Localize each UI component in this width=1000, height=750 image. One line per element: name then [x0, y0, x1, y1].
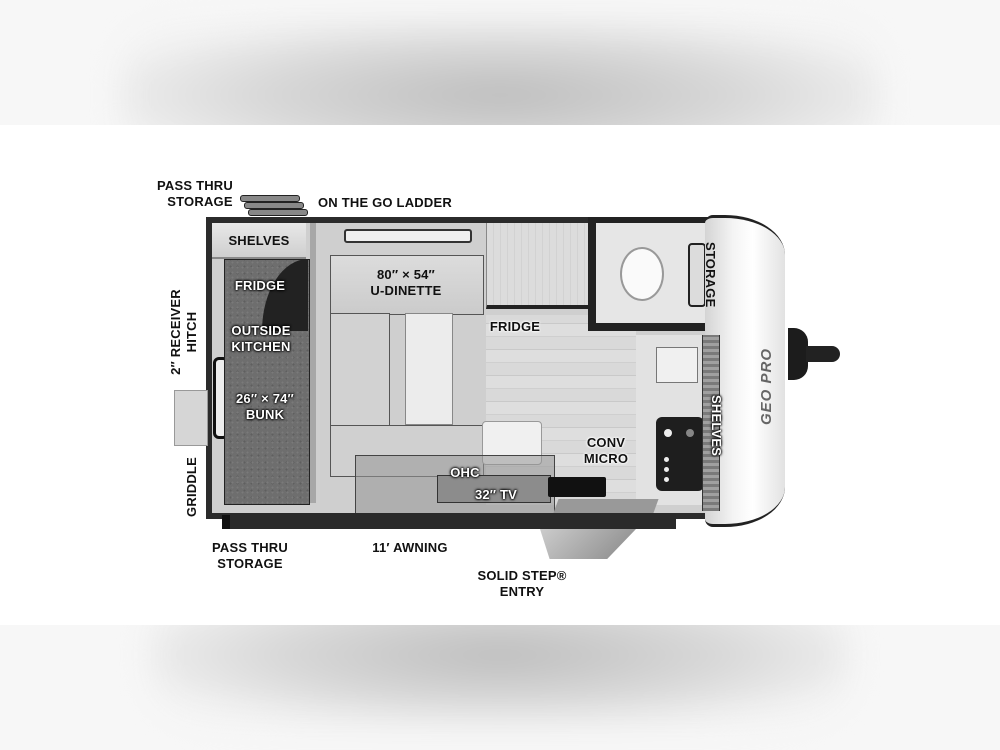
label-shelves-rear: SHELVES [228, 233, 290, 248]
dinette-side-seat [330, 313, 390, 427]
bunk-divider-wall [310, 223, 316, 503]
label-pass-thru-storage-bottom: PASS THRU STORAGE [212, 540, 288, 571]
label-u-dinette: 80″ × 54″ U-DINETTE [370, 267, 442, 298]
label-tv: 32″ TV [474, 487, 518, 502]
label-storage-bath: STORAGE [703, 242, 718, 308]
label-conv-micro: CONV MICRO [583, 435, 629, 466]
dinette-table [405, 313, 453, 425]
solid-step [540, 529, 636, 559]
convection-microwave [548, 477, 606, 497]
awning [230, 513, 676, 529]
on-the-go-ladder [240, 193, 308, 217]
ceiling-light [344, 229, 472, 243]
blurred-backdrop-bottom [0, 625, 1000, 750]
tongue-jack-knob [806, 346, 840, 362]
label-shelves-front: SHELVES [709, 395, 724, 457]
pass-thru-storage-door [222, 515, 232, 529]
griddle [174, 390, 208, 446]
front-shelves [702, 335, 720, 511]
label-awning: 11′ AWNING [372, 540, 448, 555]
label-outside-kitchen: OUTSIDE KITCHEN [231, 323, 291, 354]
cooktop [656, 417, 704, 491]
tongue-jack [788, 328, 808, 380]
floorplan-diagram: GEO PRO PASS THRU STORAGE ON THE GO LADD… [0, 125, 1000, 625]
interior-fridge [486, 223, 589, 309]
entry-door [553, 499, 659, 513]
label-griddle: GRIDDLE [184, 457, 199, 517]
rear-shelves [212, 223, 306, 259]
label-pass-thru-storage-top: PASS THRU STORAGE [157, 178, 233, 209]
label-bunk: 26″ × 74″ BUNK [236, 391, 294, 422]
tv [437, 475, 551, 503]
label-fridge-outside: FRIDGE [234, 278, 286, 293]
sink [656, 347, 698, 383]
label-solid-step-entry: SOLID STEP® ENTRY [477, 568, 567, 599]
label-ohc: OHC [450, 465, 480, 480]
blurred-backdrop-top [0, 0, 1000, 125]
brand-logo: GEO PRO [758, 347, 775, 425]
label-on-the-go-ladder: ON THE GO LADDER [318, 195, 452, 210]
label-receiver-hitch: 2″ RECEIVER HITCH [168, 289, 199, 375]
label-fridge-interior: FRIDGE [489, 319, 541, 334]
toilet-icon [620, 247, 664, 301]
